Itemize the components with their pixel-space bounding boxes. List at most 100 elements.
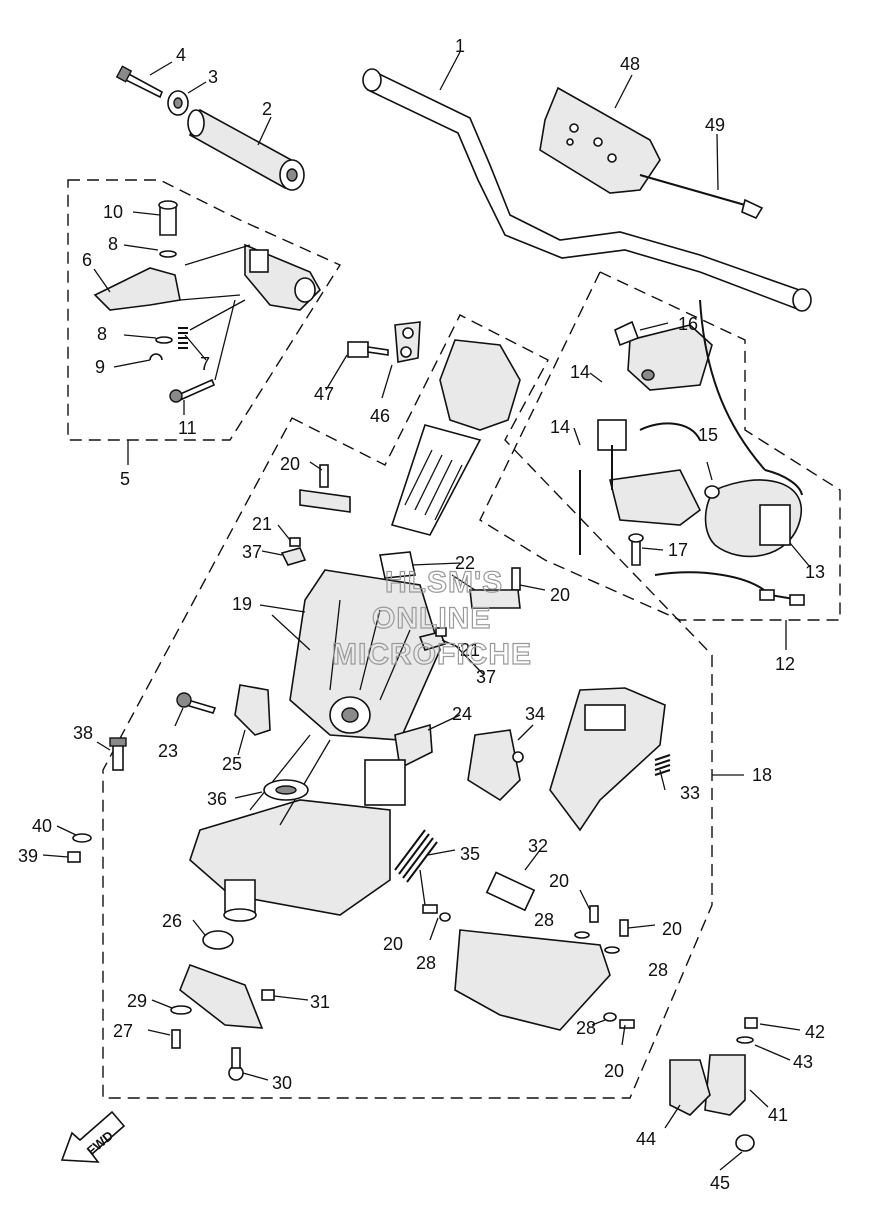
callout-13: 13: [805, 562, 825, 582]
callout-47: 47: [314, 384, 334, 404]
callout-20c: 20: [383, 934, 403, 954]
callout-28c: 28: [648, 960, 668, 980]
callout-4: 4: [176, 45, 186, 65]
callout-33: 33: [680, 783, 700, 803]
callout-28b: 28: [534, 910, 554, 930]
pad-strap: [639, 174, 764, 220]
callout-14b: 14: [550, 417, 570, 437]
callout-27: 27: [113, 1021, 133, 1041]
throttle-lever-assembly: [93, 200, 321, 403]
bolt-23: [176, 692, 217, 714]
callout-36: 36: [207, 789, 227, 809]
callout-10: 10: [103, 202, 123, 222]
stopper-34: [467, 729, 524, 802]
group-18-boundary: [102, 314, 713, 1099]
watermark: HLSM'S ONLINE MICROFICHE: [331, 565, 532, 671]
callout-16: 16: [678, 314, 698, 334]
group-5-boundary: [67, 179, 342, 441]
bracket-32: [454, 871, 611, 1031]
bracket-25: [234, 684, 271, 736]
watermark-line-3: MICROFICHE: [332, 638, 532, 671]
callout-26: 26: [162, 911, 182, 931]
callout-49: 49: [705, 115, 725, 135]
fasteners: [280, 464, 758, 1044]
callout-21a: 21: [252, 514, 272, 534]
callout-31: 31: [310, 992, 330, 1012]
handlebar: [362, 68, 812, 312]
callout-2: 2: [262, 99, 272, 119]
callout-1: 1: [455, 36, 465, 56]
callout-42: 42: [805, 1022, 825, 1042]
callout-35: 35: [460, 844, 480, 864]
callout-22: 22: [455, 553, 475, 573]
switch-assembly: [579, 299, 805, 606]
callout-37b: 37: [476, 667, 496, 687]
callout-30: 30: [272, 1073, 292, 1093]
callout-25: 25: [222, 754, 242, 774]
callout-3: 3: [208, 67, 218, 87]
callout-20e: 20: [549, 871, 569, 891]
callout-12: 12: [775, 654, 795, 674]
forward-arrow-icon: FWD: [60, 1110, 126, 1163]
callout-8b: 8: [97, 324, 107, 344]
callout-6: 6: [82, 250, 92, 270]
callout-46: 46: [370, 406, 390, 426]
callout-34: 34: [525, 704, 545, 724]
callout-8a: 8: [108, 234, 118, 254]
ball-joint-30: [228, 1047, 244, 1081]
bushing-36: [263, 779, 309, 801]
callout-labels: 1 2 3 4 5 6 7 8 8 9 10 11 12 13 14 14 15…: [18, 36, 825, 1193]
callout-44: 44: [636, 1129, 656, 1149]
washer: [167, 90, 189, 116]
callout-29: 29: [127, 991, 147, 1011]
mount-bracket-41: [669, 1054, 755, 1152]
handlebar-pad: [539, 86, 661, 194]
nut-39: [67, 851, 81, 863]
watermark-line-1: HLSM'S: [385, 566, 503, 599]
callout-32: 32: [528, 836, 548, 856]
callout-43: 43: [793, 1052, 813, 1072]
callout-9: 9: [95, 357, 105, 377]
callout-28d: 28: [576, 1018, 596, 1038]
steering-column: [347, 321, 521, 536]
callout-40: 40: [32, 816, 52, 836]
nut-31: [261, 989, 275, 1001]
watermark-line-2: ONLINE: [372, 602, 491, 635]
callout-7: 7: [200, 354, 210, 374]
spring-35: [394, 829, 438, 883]
callout-41: 41: [768, 1105, 788, 1125]
callout-48: 48: [620, 54, 640, 74]
callout-19: 19: [232, 594, 252, 614]
callout-38: 38: [73, 723, 93, 743]
callout-39: 39: [18, 846, 38, 866]
callout-5: 5: [120, 469, 130, 489]
steering-pivot-base: [189, 734, 391, 922]
callout-14a: 14: [570, 362, 590, 382]
callout-23: 23: [158, 741, 178, 761]
group-12-boundary: [479, 271, 841, 621]
steering-housing: [289, 551, 441, 741]
leader-lines: [42, 51, 811, 1171]
bushing-26: [202, 930, 234, 950]
callout-18: 18: [752, 765, 772, 785]
callout-20b: 20: [550, 585, 570, 605]
cam-24: [364, 723, 433, 806]
bolt-38: [109, 737, 127, 771]
cover-33: [549, 687, 666, 832]
spring-33: [654, 754, 671, 776]
callout-21b: 21: [460, 640, 480, 660]
callout-20f: 20: [604, 1061, 624, 1081]
callout-20d: 20: [662, 919, 682, 939]
callout-20a: 20: [280, 454, 300, 474]
callout-15: 15: [698, 425, 718, 445]
lever-29: [170, 963, 264, 1029]
bolt-4: [115, 65, 164, 99]
bolt-27: [171, 1029, 181, 1049]
grip: [187, 108, 305, 191]
washer-40: [72, 833, 92, 843]
callout-45: 45: [710, 1173, 730, 1193]
callout-24: 24: [452, 704, 472, 724]
callout-28a: 28: [416, 953, 436, 973]
callout-37a: 37: [242, 542, 262, 562]
